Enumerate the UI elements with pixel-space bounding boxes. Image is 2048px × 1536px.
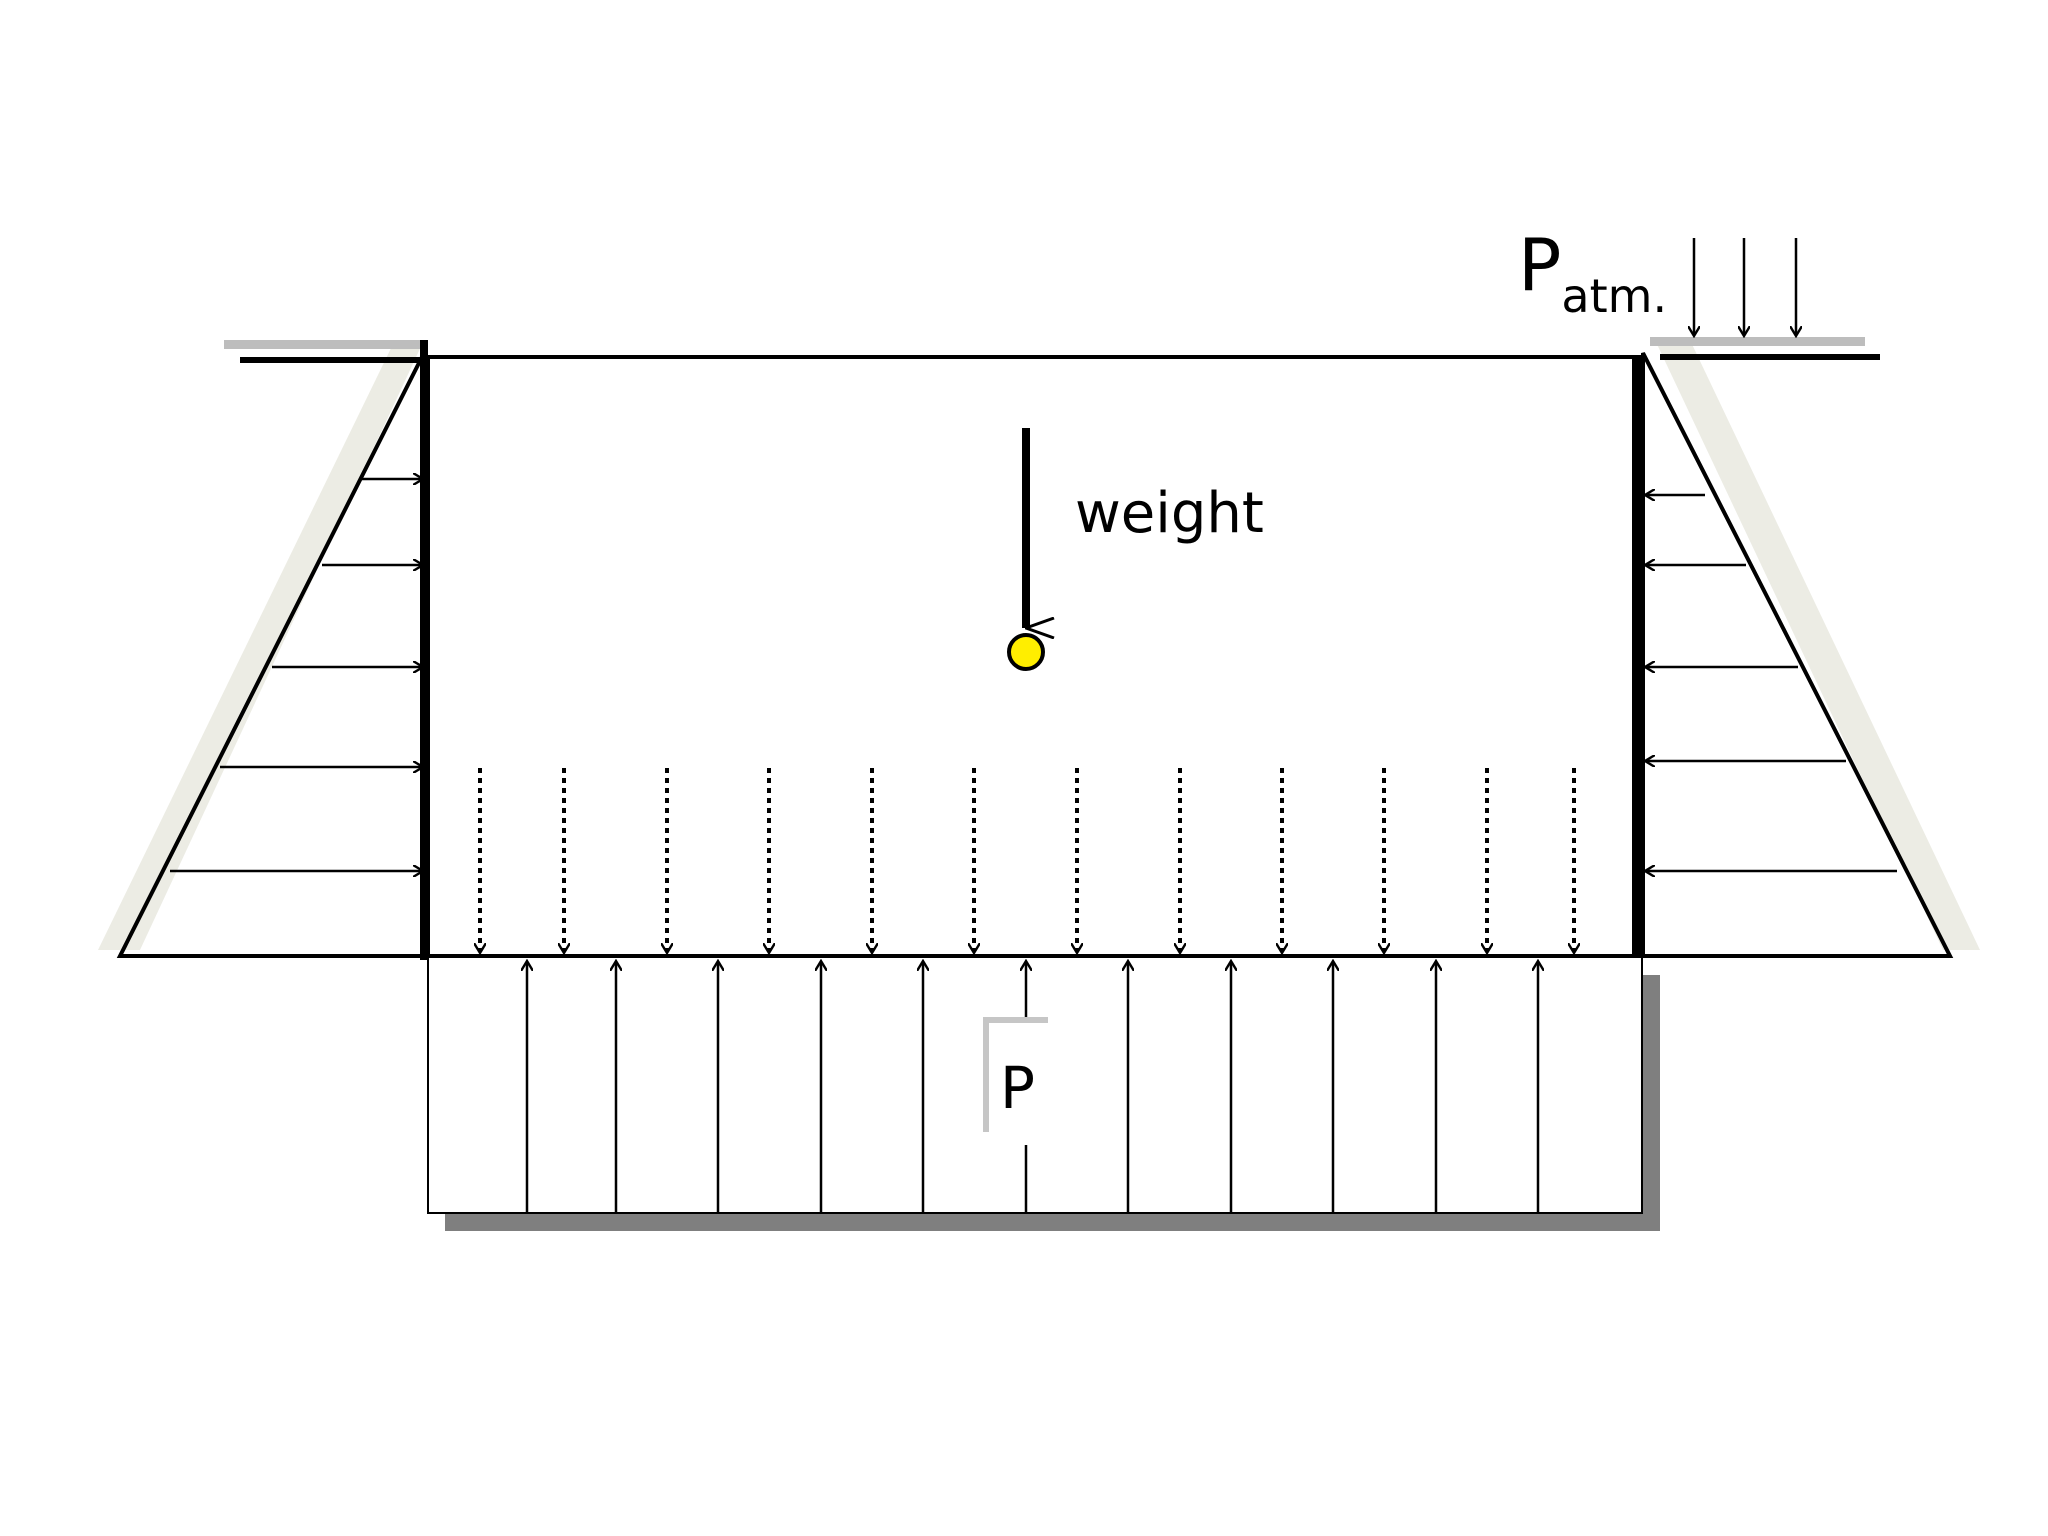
left-pressure-triangle (116, 352, 426, 958)
pressure-label-bracket (983, 1017, 1048, 1132)
right-pressure-triangle (1641, 352, 1954, 958)
dotted-downward-arrows (480, 768, 1574, 952)
bottom-pressure-label: P (1000, 1054, 1035, 1122)
center-of-mass-dot (1007, 633, 1045, 671)
left-ground-shading (98, 340, 424, 950)
right-surface-shadow (1650, 337, 1865, 346)
right-side-pressure-arrows (1646, 495, 1897, 871)
atmospheric-pressure-subscript: atm. (1561, 269, 1667, 323)
lower-block (427, 955, 1643, 1214)
atmospheric-pressure-arrows (1694, 238, 1796, 335)
atmospheric-pressure-label: Patm. (1518, 223, 1667, 323)
left-side-pressure-arrows (170, 479, 422, 871)
weight-label: weight (1075, 481, 1264, 546)
left-surface-shadow (224, 340, 424, 349)
right-ground-shading (1655, 340, 1980, 950)
lower-block-shadow-side (1640, 975, 1660, 1231)
atmospheric-pressure-symbol: P (1518, 223, 1561, 307)
upward-pressure-arrows (527, 962, 1538, 1213)
